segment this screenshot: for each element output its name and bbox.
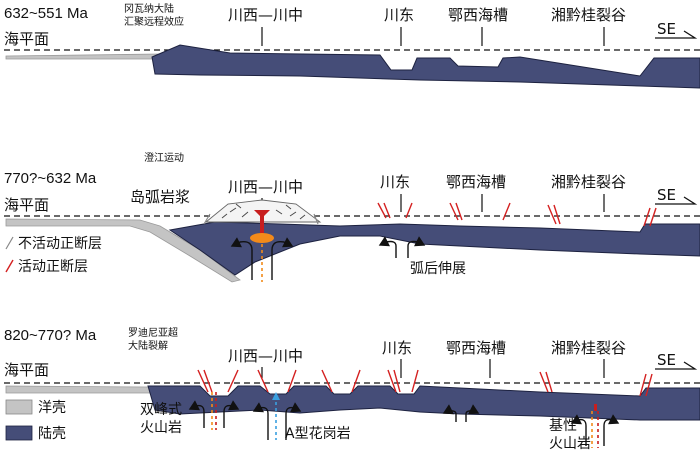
panel-2-continental-crust	[168, 221, 700, 276]
panel-2-region-exi: 鄂西海槽	[446, 173, 506, 191]
panel-3-bimodal-line1: 双峰式	[140, 402, 182, 418]
panel-3-continental-crust	[147, 385, 700, 421]
panel-1-sea-level: 海平面	[4, 30, 49, 48]
panel-3-event-line1: 罗迪尼亚超	[128, 326, 178, 339]
panel-1-direction: SE	[657, 20, 676, 38]
panel-1-event-line1: 冈瓦纳大陆	[124, 2, 174, 15]
panel-3-event-line2: 大陆裂解	[128, 339, 168, 352]
panel-3-basic-arrow-right	[603, 414, 620, 446]
panel-3-sea-level: 海平面	[4, 361, 49, 379]
panel-1-oceanic-crust	[5, 53, 161, 60]
panel-3-bimodal-arrow-left	[188, 400, 205, 428]
panel-3-bimodal-line2: 火山岩	[140, 420, 182, 436]
panel-2-direction-arrow	[655, 196, 698, 205]
panel-2-arc-magma: 岛弧岩浆	[130, 188, 190, 206]
panel-2-magma-chamber	[250, 233, 274, 243]
panel-3-region-exi: 鄂西海槽	[446, 339, 506, 357]
panel-1-region-chuanxi: 川西—川中	[228, 6, 303, 24]
panel-3-bimodal-arrow-right	[223, 400, 240, 428]
panel-2-backarc-arrow-left	[378, 236, 397, 258]
panel-2-region-xiangqiangui: 湘黔桂裂谷	[551, 173, 626, 191]
panel-3-oceanic-crust	[5, 385, 151, 394]
panel-3-region-xiangqiangui: 湘黔桂裂谷	[551, 339, 626, 357]
legend-inactive-fault-symbol	[5, 236, 14, 250]
legend-active-fault-label: 活动正断层	[18, 259, 88, 275]
panel-2-event: 澄江运动	[144, 151, 184, 164]
panel-3-region-chuanxi: 川西—川中	[228, 347, 303, 365]
panel-1-region-chuandong: 川东	[384, 6, 414, 24]
panel-3-age: 820~770? Ma	[4, 327, 97, 344]
legend-continental-crust-label: 陆壳	[38, 425, 66, 442]
panel-3-extension-arrow-right	[465, 404, 480, 422]
panel-3-extension-arrow-left	[442, 404, 457, 422]
panel-2-back-arc-label: 弧后伸展	[410, 261, 466, 277]
panel-3-direction: SE	[657, 351, 676, 369]
panel-1: 632~551 Ma 冈瓦纳大陆 汇聚远程效应 海平面 川西—川中 川东 鄂西海…	[4, 2, 700, 89]
panel-1-region-xiangqiangui: 湘黔桂裂谷	[551, 6, 626, 24]
panel-2-subducting-oceanic-crust	[5, 218, 241, 283]
panel-2-region-chuandong: 川东	[380, 173, 410, 191]
panel-2-volcanic-hatching	[221, 203, 306, 220]
panel-3-direction-arrow	[655, 361, 698, 370]
panel-2: 澄江运动 770?~632 Ma 海平面 岛弧岩浆 川西—川中 川东 鄂西海槽 …	[4, 151, 700, 283]
legend-continental-crust-swatch	[5, 425, 33, 441]
panel-3-active-faults	[197, 369, 653, 397]
panel-2-inactive-fault-1	[203, 213, 211, 225]
panel-3-a-granite-label: A型花岗岩	[285, 426, 351, 442]
panel-3-a-granite-arrow-right	[285, 402, 302, 440]
panel-3: 820~770? Ma 罗迪尼亚超 大陆裂解 海平面 川西—川中 川东 鄂西海槽…	[4, 326, 700, 452]
panel-1-continental-crust	[151, 44, 700, 89]
panel-3-region-chuandong: 川东	[382, 339, 412, 357]
legend-oceanic-crust-label: 洋壳	[38, 399, 66, 416]
legend-active-fault-symbol	[5, 259, 14, 273]
panel-3-basic-arrow-left	[570, 414, 587, 446]
panel-2-age: 770?~632 Ma	[4, 170, 97, 187]
panel-2-region-chuanxi: 川西—川中	[228, 178, 303, 196]
panel-2-magma-conduit	[254, 210, 270, 236]
panel-2-arc-arrow-left	[230, 237, 253, 280]
panel-2-backarc-arrow-right	[407, 236, 426, 258]
panel-1-region-exi: 鄂西海槽	[448, 6, 508, 24]
panel-2-arc-arrow-right	[271, 237, 294, 280]
panel-3-basic-vent	[594, 404, 597, 411]
panel-3-basic-line2: 火山岩	[549, 436, 591, 452]
crust-legend: 洋壳 陆壳	[5, 399, 66, 442]
panel-3-a-granite-arrow-left	[252, 402, 269, 440]
legend-inactive-fault-label: 不活动正断层	[18, 236, 102, 252]
panel-1-event-line2: 汇聚远程效应	[124, 15, 184, 28]
panel-1-age: 632~551 Ma	[4, 5, 88, 22]
panel-2-inactive-fault-2	[313, 213, 319, 225]
panel-2-active-faults	[377, 202, 657, 227]
panel-3-a-granite-arrowhead	[272, 392, 280, 400]
panel-3-basic-line1: 基性	[549, 417, 577, 434]
panel-2-sea-level: 海平面	[4, 196, 49, 214]
panel-1-direction-arrow	[655, 30, 698, 39]
panel-2-direction: SE	[657, 186, 676, 204]
legend-oceanic-crust-swatch	[5, 399, 33, 415]
